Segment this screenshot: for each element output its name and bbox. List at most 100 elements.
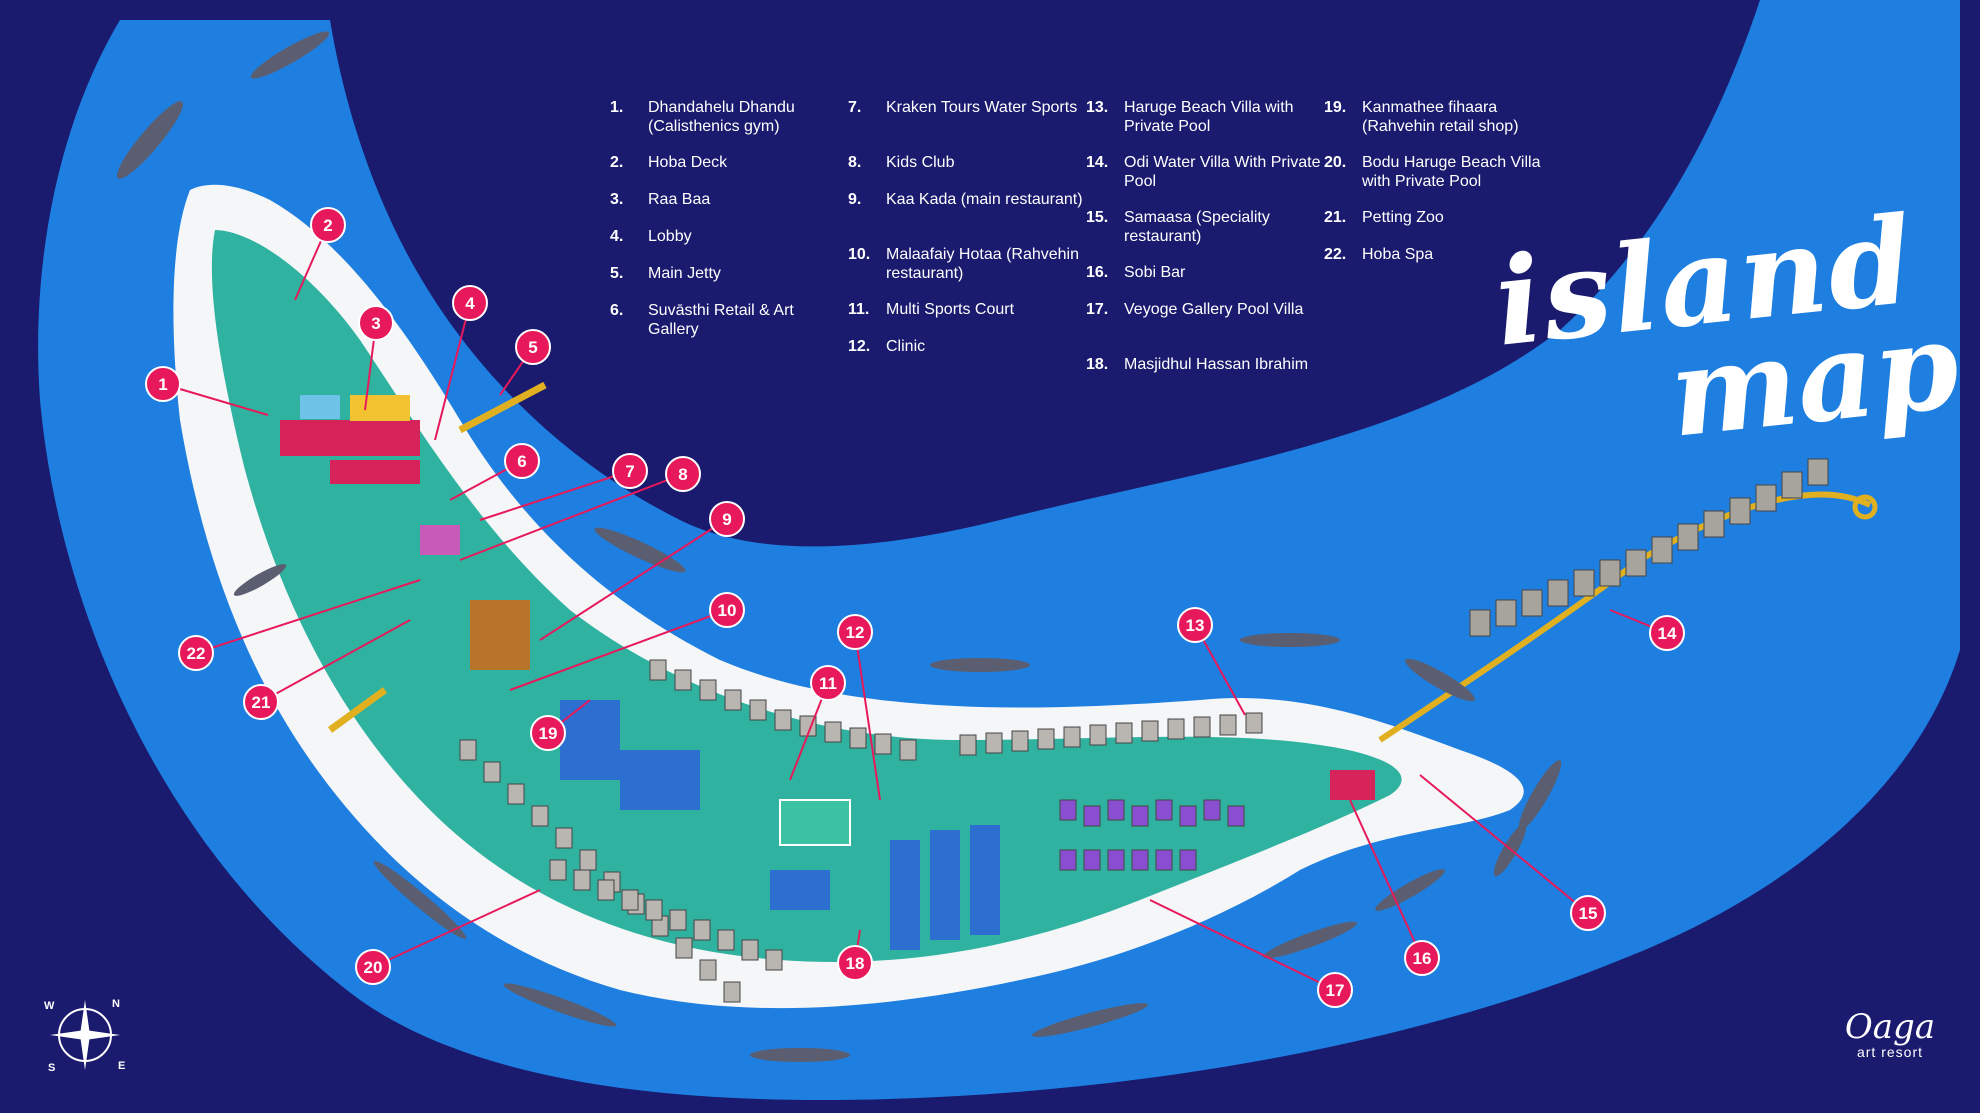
villa [723, 981, 741, 1003]
marker-leader-line [1419, 774, 1589, 914]
map-marker-label: 1 [158, 375, 167, 394]
marker-leader-line [434, 302, 471, 441]
water-villa [1755, 484, 1777, 512]
legend-number: 13. [1086, 99, 1109, 116]
legend-number: 21. [1324, 209, 1347, 226]
legend-name: Hoba Spa [1362, 246, 1434, 263]
compass-north: N [112, 998, 120, 1010]
marker-leader-line [372, 889, 541, 968]
legend-name: Sobi Bar [1124, 264, 1186, 281]
map-marker[interactable] [837, 945, 873, 981]
map-marker[interactable] [504, 443, 540, 479]
villa [824, 721, 842, 743]
villa [749, 699, 767, 721]
map-marker-label: 17 [1326, 981, 1345, 1000]
legend-name: Hoba Deck [648, 154, 728, 171]
villa [774, 709, 792, 731]
legend-name: Petting Zoo [1362, 209, 1444, 226]
water-villa [1703, 510, 1725, 538]
villa [1063, 726, 1081, 748]
brand-logo: Oaga art resort [1820, 1010, 1960, 1060]
map-marker[interactable] [178, 635, 214, 671]
map-marker-label: 22 [187, 644, 206, 663]
villa [1219, 714, 1237, 736]
water-villa [1495, 599, 1517, 627]
legend-number: 6. [610, 302, 624, 319]
villa [1227, 805, 1245, 827]
legend-number: 18. [1086, 356, 1109, 373]
water-villa [1651, 536, 1673, 564]
island-vegetation [211, 230, 1402, 962]
legend-number: 9. [848, 191, 862, 208]
legend-number: 4. [610, 228, 624, 245]
villa [1155, 849, 1173, 871]
map-marker[interactable] [1317, 972, 1353, 1008]
map-marker[interactable] [145, 366, 181, 402]
legend-number: 1. [610, 99, 624, 116]
legend-name: Samaasa (Speciality restaurant) [1124, 209, 1270, 245]
main-jetty [458, 381, 547, 434]
legend-name: Malaafaiy Hotaa (Rahvehin restaurant) [886, 246, 1079, 282]
legend-number: 14. [1086, 154, 1109, 171]
compass-east: E [118, 1060, 126, 1072]
legend-name: Kraken Tours Water Sports [886, 99, 1078, 116]
map-marker[interactable] [1404, 940, 1440, 976]
map-marker[interactable] [837, 614, 873, 650]
villa [1131, 849, 1149, 871]
villa-rows [459, 659, 1263, 1003]
villa [985, 732, 1003, 754]
marker-leader-line [162, 383, 269, 416]
map-marker[interactable] [709, 592, 745, 628]
map-marker-label: 19 [539, 724, 558, 743]
legend-number: 5. [610, 265, 624, 282]
villa [1107, 799, 1125, 821]
map-marker[interactable] [1177, 607, 1213, 643]
legend-name: Main Jetty [648, 265, 721, 282]
map-marker[interactable] [310, 207, 346, 243]
villa [724, 689, 742, 711]
legend-name: Odi Water Villa With Private Pool [1124, 154, 1321, 190]
legend-number: 3. [610, 191, 624, 208]
map-marker[interactable] [1649, 615, 1685, 651]
map-marker[interactable] [530, 715, 566, 751]
villa [507, 783, 525, 805]
villa [579, 849, 597, 871]
map-marker[interactable] [243, 684, 279, 720]
legend-number: 11. [848, 301, 870, 318]
villa [1083, 849, 1101, 871]
legend-name: Dhandahelu Dhandu (Calisthenics gym) [648, 99, 795, 135]
map-marker[interactable] [612, 453, 648, 489]
villa [597, 879, 615, 901]
villa [699, 959, 717, 981]
map-marker-label: 16 [1413, 949, 1432, 968]
legend-number: 10. [848, 246, 871, 263]
map-marker[interactable] [515, 329, 551, 365]
villa [699, 679, 717, 701]
map-marker-label: 21 [252, 693, 271, 712]
marker-leader-line [1149, 899, 1336, 991]
villa [1059, 799, 1077, 821]
villa [645, 899, 663, 921]
villa [1245, 712, 1263, 734]
map-marker-label: 15 [1579, 904, 1598, 923]
map-marker[interactable] [358, 305, 394, 341]
map-marker[interactable] [810, 665, 846, 701]
legend: 1.Dhandahelu Dhandu (Calisthenics gym)2.… [610, 98, 1610, 418]
villa [693, 919, 711, 941]
map-marker[interactable] [355, 949, 391, 985]
map-marker[interactable] [665, 456, 701, 492]
map-marker[interactable] [1570, 895, 1606, 931]
villa [1193, 716, 1211, 738]
map-marker[interactable] [709, 501, 745, 537]
villa [1179, 805, 1197, 827]
map-marker[interactable] [452, 285, 488, 321]
villa [669, 909, 687, 931]
map-marker-label: 2 [323, 216, 332, 235]
marker-leader-line [260, 619, 411, 703]
water-villa [1807, 458, 1829, 486]
marker-leader-line [479, 470, 631, 521]
legend-name: Suvāsthi Retail & Art Gallery [648, 302, 794, 338]
villa [1141, 720, 1159, 742]
villa [1011, 730, 1029, 752]
